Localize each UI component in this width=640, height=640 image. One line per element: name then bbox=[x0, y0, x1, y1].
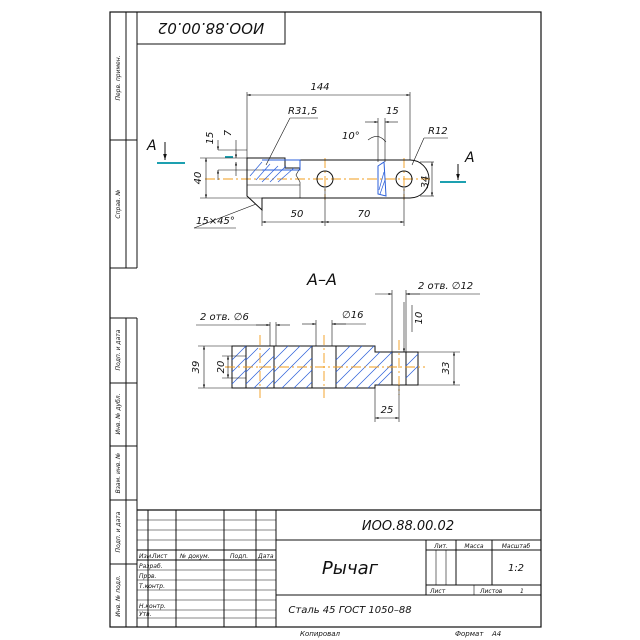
dim-7: 7 bbox=[223, 129, 234, 136]
tb-col-docnum: № докум. bbox=[179, 553, 210, 560]
tb-doc-code: ИОО.88.00.02 bbox=[362, 519, 454, 534]
dim-chamfer: 15×45° bbox=[196, 216, 235, 227]
dim-144: 144 bbox=[310, 82, 329, 93]
side-label-inv-dubl: Инв. № дубл. bbox=[115, 393, 122, 434]
tb-scale: 1:2 bbox=[508, 563, 524, 574]
tb-massa: Масса bbox=[464, 543, 483, 550]
tb-lit: Лит. bbox=[433, 543, 448, 550]
dim-40: 40 bbox=[193, 172, 204, 185]
tb-masshtab: Масштаб bbox=[502, 543, 531, 550]
side-label-inv-podl: Инв. № подл. bbox=[115, 575, 122, 616]
tb-razrab: Разраб. bbox=[139, 563, 163, 570]
tb-part-name: Рычаг bbox=[322, 558, 379, 579]
dim-39: 39 bbox=[191, 361, 202, 374]
tb-material: Сталь 45 ГОСТ 1050–88 bbox=[288, 605, 411, 616]
section-hatching bbox=[231, 345, 419, 389]
rotated-code-box: ИОО.88.00.02 bbox=[136, 11, 286, 45]
lever-outline bbox=[246, 157, 430, 212]
dim-34: 34 bbox=[420, 176, 431, 189]
tb-col-izm: Изм. bbox=[139, 553, 153, 560]
side-column: Перв. примен. Справ. № Подп. и дата Инв.… bbox=[110, 12, 138, 627]
dim-10: 10 bbox=[414, 312, 425, 325]
cut-letter-left: А bbox=[146, 138, 157, 154]
rotated-code: ИОО.88.00.02 bbox=[158, 19, 264, 37]
tb-list: Лист bbox=[429, 588, 446, 595]
tb-nkontr: Н.контр. bbox=[139, 603, 166, 610]
side-label-vzam: Взам. инв. № bbox=[115, 453, 122, 494]
tb-col-data: Дата bbox=[257, 553, 274, 560]
dim-phi16: ∅16 bbox=[342, 310, 363, 321]
dim-holes6: 2 отв. ∅6 bbox=[200, 312, 249, 323]
tb-col-podp: Подп. bbox=[230, 553, 248, 560]
tb-listov-val: 1 bbox=[520, 588, 524, 595]
title-block: ИОО.88.00.02 Рычаг Сталь 45 ГОСТ 1050–88… bbox=[137, 509, 541, 627]
drawing-frame bbox=[109, 11, 542, 628]
footer-kopiroval: Копировал bbox=[300, 630, 341, 638]
tb-prov: Пров. bbox=[139, 573, 157, 580]
footer-format-val: А4 bbox=[491, 630, 501, 638]
tb-utv: Утв. bbox=[139, 611, 152, 618]
cut-letter-right: А bbox=[464, 150, 475, 166]
side-label-sprav: Справ. № bbox=[115, 189, 122, 218]
dim-holes12: 2 отв. ∅12 bbox=[418, 281, 473, 292]
tb-listov: Листов bbox=[479, 588, 503, 595]
hole-left bbox=[316, 170, 334, 188]
section-label: А–А bbox=[306, 270, 337, 289]
main-view: А А 144 R31,5 1 bbox=[146, 82, 475, 229]
side-label-podp1: Подп. и дата bbox=[115, 329, 122, 370]
section-view: А–А bbox=[191, 270, 480, 422]
tb-col-list: Лист bbox=[151, 553, 168, 560]
dim-r31: R31,5 bbox=[288, 106, 317, 117]
dim-15: 15 bbox=[205, 132, 216, 145]
tb-tkontr: Т.контр. bbox=[139, 583, 165, 590]
dim-33: 33 bbox=[441, 362, 452, 375]
footer-format: Формат bbox=[455, 630, 484, 638]
dim-70: 70 bbox=[358, 209, 371, 220]
dim-angle: 10° bbox=[342, 131, 360, 142]
dim-50: 50 bbox=[291, 209, 304, 220]
dim-25: 25 bbox=[381, 405, 394, 416]
dim-20: 20 bbox=[216, 361, 227, 374]
dim-15-slot: 15 bbox=[386, 106, 399, 117]
side-label-podp2: Подп. и дата bbox=[115, 511, 122, 552]
side-label-perv: Перв. примен. bbox=[115, 55, 122, 100]
hole-right bbox=[395, 170, 413, 188]
dim-r12: R12 bbox=[428, 126, 448, 137]
